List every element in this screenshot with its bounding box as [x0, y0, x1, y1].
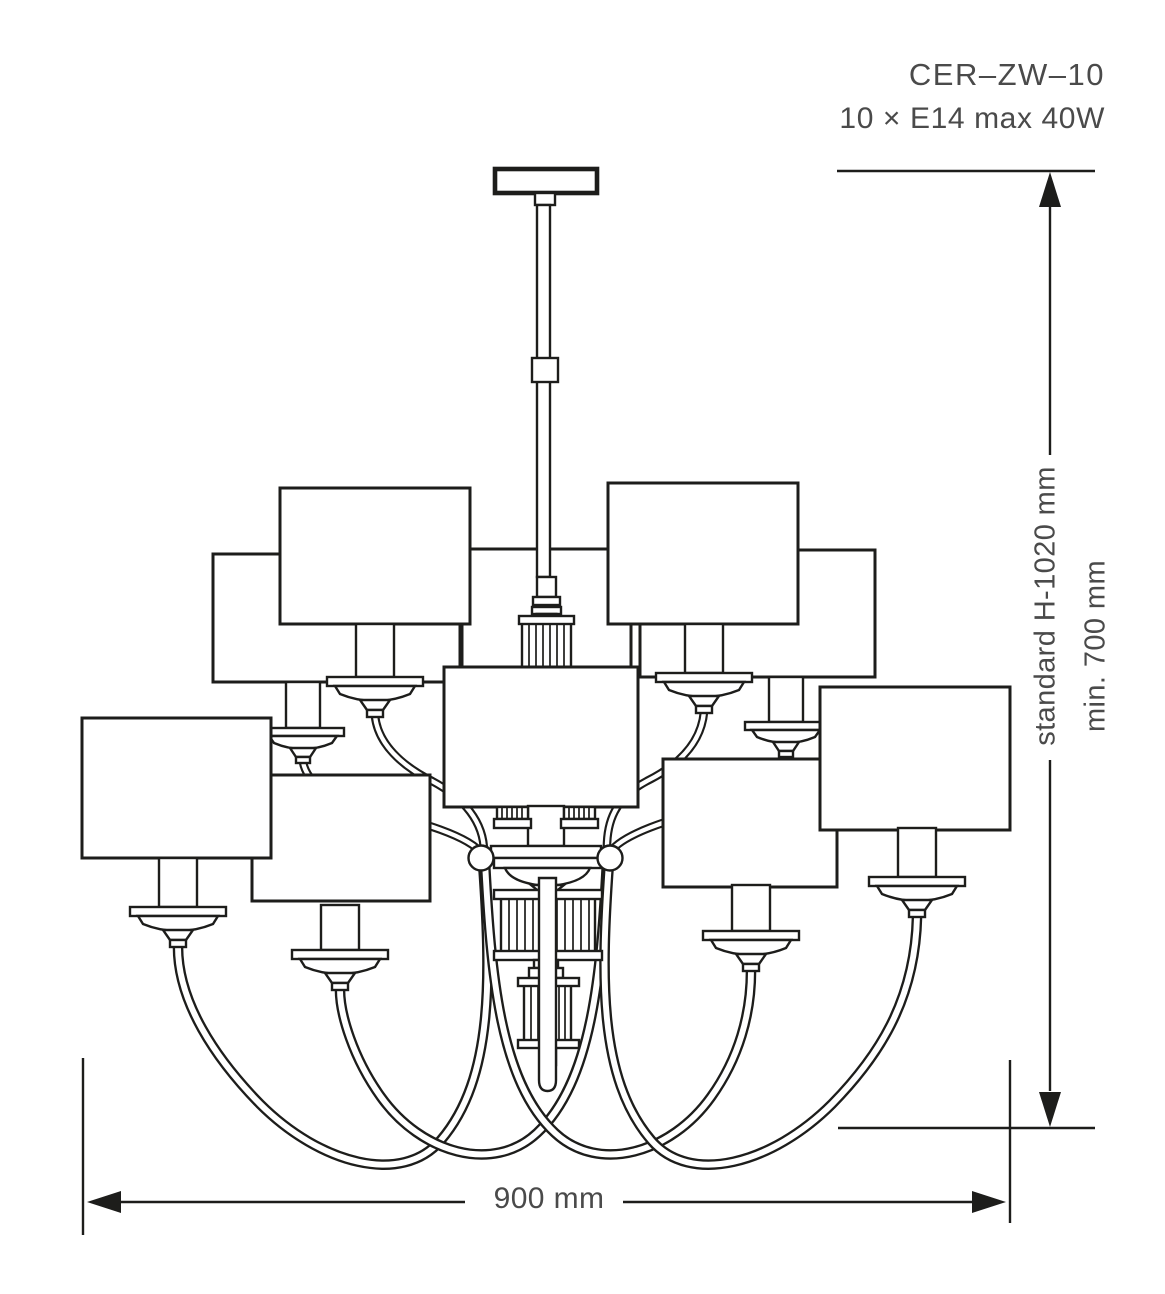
shade-upper-front-right: [606, 481, 800, 626]
shade-lower-far-left: [80, 716, 273, 860]
shade-upper-front-left: [278, 486, 472, 626]
canopy-collar: [533, 191, 557, 207]
hub-ball-left: [467, 844, 495, 872]
finial-rod: [537, 876, 558, 1093]
lower-tier-candles: [128, 826, 967, 992]
arrowhead-down: [1039, 1092, 1061, 1127]
product-model: CER–ZW–10: [908, 57, 1105, 92]
arrowhead-left: [87, 1191, 121, 1213]
upper-tier-candles: [260, 622, 829, 765]
central-column-lower: [467, 804, 624, 1093]
lower-tier-arms: [172, 861, 923, 1170]
upper-drum-ribs: [520, 624, 573, 666]
upper-tier-front-shades: [278, 481, 800, 626]
arrowhead-right: [972, 1191, 1006, 1213]
height-standard-dimension-label: standard H-1020 mm: [1029, 466, 1062, 746]
shade-lower-far-right: [818, 685, 1012, 832]
product-lamp-spec: 10 × E14 max 40W: [839, 102, 1105, 135]
height-min-dimension-label: min. 700 mm: [1079, 560, 1112, 732]
arrowhead-up: [1039, 172, 1061, 207]
hub-ball-right: [596, 844, 624, 872]
central-column-upper: [492, 166, 600, 666]
shade-lower-mid-left: [250, 773, 432, 903]
hanging-rod: [535, 203, 552, 579]
shade-lower-mid-right: [661, 757, 839, 889]
width-dimension-label: 900 mm: [493, 1182, 605, 1215]
shade-center: [442, 665, 640, 809]
ceiling-canopy: [492, 166, 600, 196]
dimension-annotations: [81, 169, 1095, 1235]
arm-hub-plate: [489, 844, 603, 860]
lower-tier-shades: [80, 665, 1012, 903]
rod-coupling: [530, 356, 560, 384]
upper-drum-plate: [517, 614, 576, 626]
